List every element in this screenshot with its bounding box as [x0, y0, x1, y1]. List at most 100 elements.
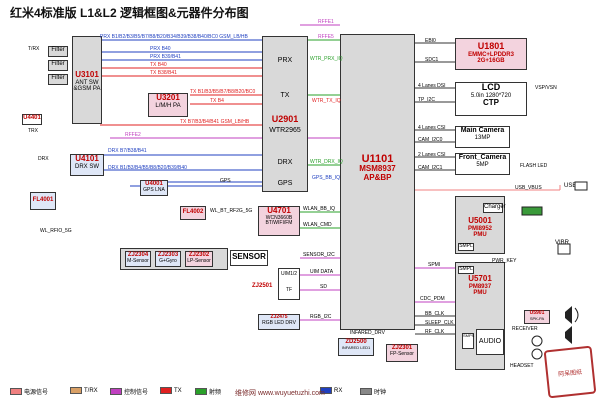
lcd-block: LCD 5.0in 1280*720 CTP — [455, 82, 527, 116]
u2901-block: PRX TX U2901 WTR2965 DRX GPS — [262, 36, 308, 192]
fl4002-block: FL4002 — [180, 206, 206, 220]
u2901-prx: PRX — [277, 57, 293, 64]
sig-tx-mb: TX B7/B3/B4/B41 GSM_LB/HB — [180, 119, 250, 125]
sig-gps-bb: GPS_BB_IQ — [312, 175, 341, 181]
u3101-block: U3101 ANT SW &GSM PA — [72, 36, 102, 124]
legend-item-power: 电源信号 — [10, 387, 48, 396]
u4001-ref: U4001 — [145, 181, 163, 187]
zd2500-ref: ZD2500 — [345, 339, 367, 345]
sig-tx-hb: TX B4 — [210, 98, 224, 104]
sig-usb: USB — [564, 183, 577, 189]
stamp-text: 阿呆图纸 — [557, 369, 583, 378]
sig-sd: SD — [320, 284, 327, 290]
sig-tx-main: TX B1/B3/B5/B7/B8/B20/BC0 — [190, 89, 256, 95]
sig-vibr: VIBR — [555, 240, 570, 246]
u4101-desc: DRX SW — [75, 163, 99, 170]
sensor-label: SENSOR — [230, 250, 268, 266]
u5701-smpl: SMPL — [458, 266, 474, 274]
u1101-block: U1101 MSM8937 AP&BP — [340, 34, 415, 330]
fl4002-ref: FL4002 — [182, 209, 204, 215]
legend-swatch-trx — [70, 387, 82, 394]
sig-drx2: DRX B1/B3/B4/B5/B8/B20/B39/B40 — [108, 165, 187, 171]
zj2501-block: UIM1/2 TF — [278, 268, 300, 300]
u1101-ref: U1101 — [361, 153, 394, 165]
u4701-desc: WCN3660B BT/WIFI/FM — [265, 214, 293, 227]
legend-label-control: 控制信号 — [124, 390, 149, 396]
zj2303-block: ZJ2303 G+Gyro — [155, 251, 181, 267]
zj2304-block: ZJ2304 M-Sensor — [125, 251, 151, 267]
legend-label-tx: TX — [174, 387, 182, 394]
u5901-desc: SPK-PA — [529, 315, 545, 321]
vibrator-icon — [557, 243, 571, 255]
sig-pwr-key: PWR_KEY — [492, 258, 517, 264]
sig-wlan-bb: WLAN_BB_IQ — [303, 206, 335, 212]
sig-tp-i2c: TP_I2C — [418, 97, 435, 103]
legend-swatch-rx — [320, 387, 332, 394]
sig-wtr-prx: WTR_PRX_IQ — [310, 56, 343, 62]
u3101-ref: U3101 — [75, 70, 99, 79]
battery-icon — [521, 206, 543, 216]
sig-sdc1: SDC1 — [425, 57, 439, 63]
u2901-tx: TX — [280, 92, 290, 99]
u2901-gps: GPS — [277, 180, 293, 187]
sig-tx-b38: TX B38/B41 — [150, 70, 177, 76]
legend-label-rf: 射频 — [209, 390, 222, 396]
legend-item-clock: 时钟 — [360, 387, 386, 396]
u4001-block: U4001 GPS LNA — [140, 180, 168, 196]
u5901-ref: U5901 — [529, 310, 545, 316]
sig-rffe1: RFFE1 — [318, 19, 334, 25]
sig-cam-i2c0: CAM_I2C0 — [418, 137, 443, 143]
u5901-block: U5901 SPK-PA — [524, 310, 550, 324]
zd2500-desc: INFARED LED1 — [341, 344, 371, 350]
sig-infrared: INFARED_DRV — [350, 330, 385, 336]
zj2302-ref: ZJ2302 — [188, 252, 210, 258]
legend-item-rx: RX — [320, 387, 342, 394]
zj2303-desc: G+Gyro — [159, 257, 177, 264]
sig-wl-rfio: WL_RFIO_5G — [40, 228, 72, 234]
u3201-block: U3201 L/M/H PA — [148, 93, 188, 117]
sig-sleep-clk: SLEEP_CLK — [425, 320, 454, 326]
sig-cdc-pdm: CDC_PDM — [420, 296, 445, 302]
zj2302-desc: LP-Sensor — [187, 257, 211, 264]
sig-rf-clk: RF_CLK — [425, 329, 445, 335]
u5001-block: Charger U5001 PMI8952 PMU SMPL — [455, 196, 506, 254]
fl4001-block: FL4001 — [30, 192, 56, 210]
u4101-block: U4101 DRX SW — [70, 154, 104, 176]
legend-label-rx: RX — [334, 387, 343, 394]
sig-trx: TRX — [28, 128, 38, 134]
u1801-ref: U1801 — [477, 41, 505, 51]
legend-swatch-power — [10, 388, 22, 395]
sig-cam-i2c1: CAM_I2C1 — [418, 165, 443, 171]
u1801-desc: EMMC+LPDDR3 2G+16GB — [468, 51, 514, 65]
watermark: 维修网 www.wuyuetuzhi.com — [235, 390, 325, 397]
u5701-audio: AUDIO — [476, 329, 504, 355]
filter-1: Filter — [48, 46, 68, 57]
sig-wtr-drx: WTR_DRX_IQ — [310, 159, 343, 165]
sig-bb-clk: BB_CLK — [425, 311, 445, 317]
mic-icon — [531, 335, 543, 360]
sig-wlan-cmd: WLAN_CMD — [303, 222, 332, 228]
sensor-group: ZJ2304 M-Sensor ZJ2303 G+Gyro ZJ2302 LP-… — [120, 248, 228, 270]
zj2475-ref: ZJ2475 — [270, 314, 288, 320]
legend-swatch-control — [110, 388, 122, 395]
sig-ebi0: EBI0 — [425, 38, 436, 44]
u2901-desc: WTR2965 — [269, 127, 301, 134]
sig-flash-led: FLASH LED — [520, 163, 548, 169]
legend-swatch-clock — [360, 388, 372, 395]
sig-headset: HEADSET — [510, 363, 534, 369]
u3201-ref: U3201 — [156, 93, 180, 102]
sig-tx-b40: TX B40 — [150, 62, 167, 68]
page-title: 红米4标准版 L1&L2 逻辑框图&元器件分布图 — [10, 6, 249, 20]
sig-prx3: PRX B39/B41 — [150, 54, 181, 60]
legend-swatch-tx — [160, 387, 172, 394]
sig-rffe2: RFFE2 — [125, 132, 141, 138]
sig-sensor-i2c: SENSOR_I2C — [303, 252, 335, 258]
legend-label-trx: T/RX — [84, 387, 98, 394]
sig-usb-vbus: USB_VBUS — [515, 185, 542, 191]
filter-3: Filter — [48, 74, 68, 85]
legend-item-tx: TX — [160, 387, 182, 394]
u3201-desc: L/M/H PA — [155, 102, 181, 109]
legend-item-trx: T/RX — [70, 387, 98, 394]
